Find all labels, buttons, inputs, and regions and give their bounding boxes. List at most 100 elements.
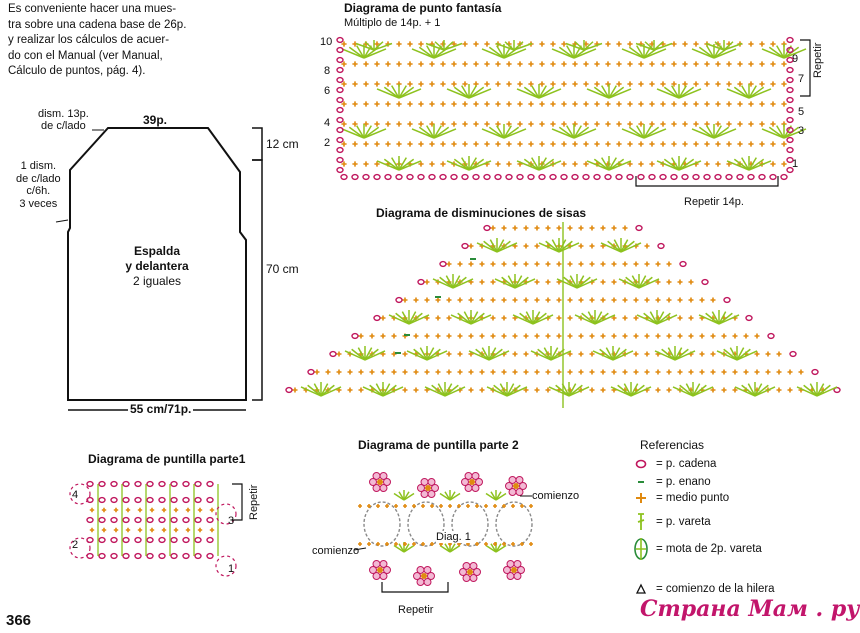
single-crochet	[462, 121, 468, 127]
piece-title: y delantera	[125, 259, 189, 273]
chain-stitch	[170, 480, 178, 488]
single-crochet	[197, 507, 203, 513]
single-crochet	[798, 369, 804, 375]
double-crochet	[457, 312, 472, 325]
single-crochet	[534, 279, 540, 285]
single-crochet	[473, 41, 479, 47]
single-crochet	[671, 121, 677, 127]
double-crochet	[418, 46, 435, 59]
double-crochet	[628, 46, 645, 59]
double-crochet	[475, 348, 490, 361]
double-crochet	[485, 492, 497, 501]
chain-stitch	[98, 480, 106, 488]
single-crochet	[484, 81, 490, 87]
single-crochet	[644, 261, 650, 267]
chain-stitch	[336, 136, 344, 144]
slip-stitch-icon	[632, 476, 650, 488]
single-crochet	[627, 41, 633, 47]
chain-stitch	[86, 496, 94, 504]
single-crochet	[512, 369, 518, 375]
double-crochet	[490, 491, 497, 501]
chain-stitch	[336, 156, 344, 164]
chain-stitch	[786, 106, 794, 114]
single-crochet	[314, 369, 320, 375]
single-crochet	[748, 101, 754, 107]
repeat-rows-label: Repetir	[812, 42, 824, 78]
single-crochet	[506, 141, 512, 147]
slip-stitch	[395, 352, 401, 354]
legend-item: = p. vareta	[632, 512, 711, 532]
row-number: 1	[228, 563, 235, 575]
double-crochet	[425, 42, 445, 51]
double-crochet	[313, 383, 322, 397]
chain-stitch	[182, 480, 190, 488]
single-crochet	[589, 225, 595, 231]
intro-line: Es conveniente hacer una mues-	[8, 3, 177, 15]
double-crochet	[713, 128, 737, 139]
double-crochet	[485, 544, 497, 553]
single-crochet	[649, 61, 655, 67]
single-crochet	[567, 297, 573, 303]
single-crochet	[528, 61, 534, 67]
note-line: de c/lado	[41, 120, 86, 132]
single-crochet	[341, 141, 347, 147]
double-crochet	[437, 383, 446, 397]
single-crochet	[374, 161, 380, 167]
chain-stitch	[158, 552, 166, 560]
single-crochet	[539, 141, 545, 147]
double-crochet	[516, 160, 540, 171]
chain-stitch	[659, 173, 667, 181]
single-crochet	[89, 507, 95, 513]
single-crochet	[693, 121, 699, 127]
double-crochet	[426, 350, 448, 361]
double-crochet	[643, 312, 658, 325]
double-crochet	[685, 383, 694, 397]
single-crochet	[682, 61, 688, 67]
double-crochet	[507, 275, 516, 289]
single-crochet	[605, 141, 611, 147]
single-crochet	[501, 315, 507, 321]
single-crochet	[594, 141, 600, 147]
double-crochet	[463, 311, 472, 325]
single-crochet	[376, 542, 380, 546]
double-crochet	[608, 160, 632, 171]
single-crochet	[556, 225, 562, 231]
single-crochet	[638, 161, 644, 167]
chain-stitch	[336, 86, 344, 94]
single-crochet	[511, 542, 515, 546]
single-crochet	[394, 504, 398, 508]
single-crochet	[451, 121, 457, 127]
chain-stitch	[679, 260, 687, 268]
chain-stitch	[615, 173, 623, 181]
double-crochet	[439, 544, 451, 553]
single-crochet	[721, 387, 727, 393]
single-crochet	[622, 297, 628, 303]
double-crochet	[468, 157, 477, 171]
single-crochet	[567, 261, 573, 267]
single-crochet	[501, 369, 507, 375]
flower-center	[511, 567, 517, 573]
double-crochet	[576, 275, 585, 289]
single-crochet	[539, 61, 545, 67]
single-crochet	[583, 61, 589, 67]
chain-stitch	[786, 36, 794, 44]
double-crochet	[488, 350, 510, 361]
double-crochet	[736, 350, 758, 361]
single-crochet	[770, 141, 776, 147]
double-crochet	[674, 347, 683, 361]
single-crochet	[633, 333, 639, 339]
double-crochet	[548, 386, 570, 397]
double-crochet	[594, 311, 603, 325]
double-crochet	[674, 350, 696, 361]
chain-stitch	[336, 146, 344, 154]
single-crochet	[545, 369, 551, 375]
intro-line: Cálculo de puntos, pág. 4).	[8, 65, 146, 77]
single-crochet	[462, 61, 468, 67]
single-crochet	[671, 101, 677, 107]
single-crochet	[688, 279, 694, 285]
single-crochet	[523, 243, 529, 249]
single-crochet	[561, 41, 567, 47]
single-crochet	[341, 121, 347, 127]
single-crochet	[622, 333, 628, 339]
flower-petal	[369, 566, 377, 574]
